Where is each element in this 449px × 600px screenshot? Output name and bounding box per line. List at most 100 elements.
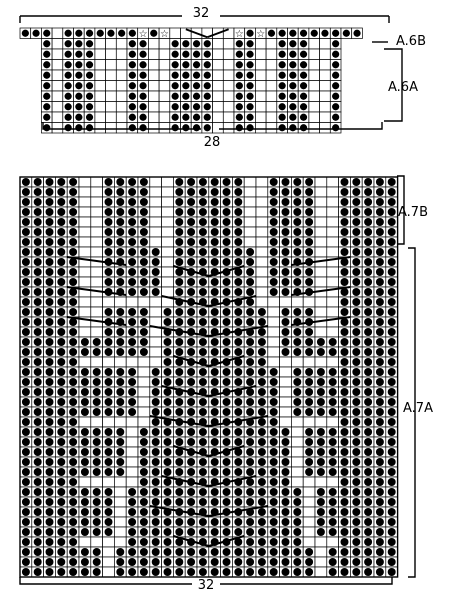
a6-purl-dot [64, 71, 72, 79]
a6-purl-dot [235, 92, 243, 100]
a7-purl-dot [104, 338, 113, 346]
a7-purl-dot [375, 268, 384, 276]
a7-cell [326, 176, 339, 188]
a7-purl-dot [92, 458, 101, 466]
a7-cell [267, 316, 280, 328]
a7-purl-dot [234, 268, 243, 276]
a7-purl-dot [340, 438, 349, 446]
a7-purl-dot [340, 258, 349, 266]
a7-cell [137, 356, 151, 368]
a6-purl-dot [64, 82, 72, 90]
a7-purl-dot [187, 568, 196, 576]
a6-purl-dot [128, 124, 136, 132]
a6-purl-dot [289, 92, 297, 100]
a7-purl-dot [187, 528, 196, 536]
a7-purl-dot [281, 258, 290, 266]
a7-purl-dot [45, 188, 54, 196]
a6-purl-dot [128, 29, 136, 37]
a7-purl-dot [246, 458, 255, 466]
a7-cell [302, 526, 316, 538]
a6a-cell [308, 111, 320, 123]
a7-purl-dot [257, 428, 266, 436]
a6a-cell [51, 69, 64, 81]
a6-purl-dot [299, 50, 308, 58]
a7-purl-dot [175, 548, 184, 556]
a7-purl-dot [116, 198, 125, 206]
a7-purl-dot [257, 468, 266, 476]
a7-purl-dot [33, 188, 42, 196]
a7-purl-dot [21, 418, 30, 426]
a7-purl-dot [33, 378, 42, 386]
a7-purl-dot [375, 458, 384, 466]
a7-purl-dot [69, 498, 78, 506]
a7-purl-dot [305, 428, 314, 436]
a7-purl-dot [116, 548, 125, 556]
a7-decrease-left [173, 535, 210, 547]
a7-purl-dot [69, 308, 78, 316]
a7-purl-dot [364, 398, 373, 406]
a7-purl-dot [316, 348, 325, 356]
a7-purl-dot [387, 188, 396, 196]
a7-purl-dot [69, 328, 78, 336]
a7-purl-dot [246, 268, 255, 276]
a7-purl-dot [364, 478, 373, 486]
a7-purl-dot [316, 498, 325, 506]
a7-purl-dot [234, 558, 243, 566]
a6-purl-dot [43, 82, 51, 90]
a7-purl-dot [128, 308, 137, 316]
a7-purl-dot [128, 528, 137, 536]
a6a-cell [148, 101, 160, 113]
a7-purl-dot [246, 468, 255, 476]
a6-purl-dot [310, 29, 318, 37]
a7-cell [326, 416, 339, 428]
a7-decrease-right [208, 295, 257, 307]
a7-purl-dot [187, 188, 196, 196]
a7-purl-dot [33, 438, 42, 446]
a7-purl-dot [198, 368, 207, 376]
a7-purl-dot [128, 188, 137, 196]
a7-purl-dot [293, 498, 302, 506]
a7-purl-dot [375, 238, 384, 246]
a7-purl-dot [364, 548, 373, 556]
a7-purl-dot [352, 458, 361, 466]
a7-purl-dot [80, 468, 89, 476]
a7-purl-dot [21, 188, 30, 196]
a7-purl-dot [269, 478, 278, 486]
a7-purl-dot [21, 508, 30, 516]
chart-a7: A.7B A.7A 32 [19, 175, 433, 593]
a7-purl-dot [375, 388, 384, 396]
a7-purl-dot [305, 448, 314, 456]
a7-purl-dot [21, 438, 30, 446]
a6a-cell [265, 90, 278, 102]
a7-purl-dot [222, 568, 231, 576]
a7-purl-dot [151, 518, 160, 526]
a7-cell [279, 356, 292, 368]
a7-purl-dot [57, 328, 66, 336]
a7-purl-dot [269, 488, 278, 496]
a7-decrease-right [208, 475, 257, 487]
a7-decrease-right [208, 325, 268, 337]
a7-purl-dot [375, 408, 384, 416]
a7-purl-dot [387, 398, 396, 406]
a7a-bracket [408, 247, 416, 578]
a6a-cell [222, 101, 235, 113]
a7-purl-dot [293, 178, 302, 186]
a6a-cell [265, 80, 278, 92]
a7-purl-dot [139, 548, 148, 556]
a7-purl-dot [151, 398, 160, 406]
a7-purl-dot [375, 518, 384, 526]
a7-purl-dot [139, 288, 148, 296]
a7-purl-dot [45, 558, 54, 566]
a7-purl-dot [139, 458, 148, 466]
a7-purl-dot [80, 438, 89, 446]
a7-purl-dot [257, 508, 266, 516]
a7-cell [314, 196, 328, 208]
a7-purl-dot [387, 458, 396, 466]
a7-purl-dot [187, 178, 196, 186]
a7-purl-dot [21, 308, 30, 316]
a7-purl-dot [328, 408, 337, 416]
a7-purl-dot [116, 428, 125, 436]
a7-purl-dot [57, 508, 66, 516]
a7-purl-dot [352, 208, 361, 216]
a7-purl-dot [222, 518, 231, 526]
